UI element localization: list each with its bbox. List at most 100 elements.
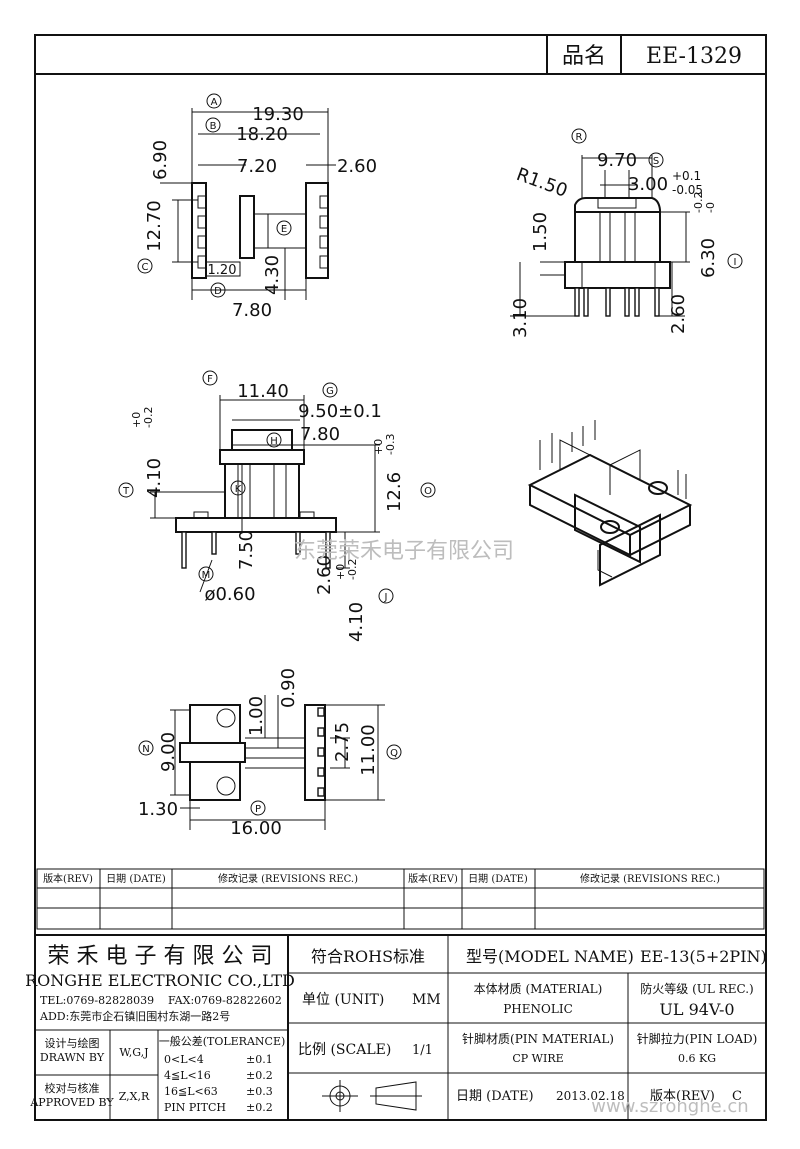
dim-9-00: 9.00 (158, 732, 179, 772)
company-name-cn: 荣 禾 电 子 有 限 公 司 (48, 944, 273, 969)
svg-text:M: M (202, 570, 211, 581)
svg-text:C: C (142, 262, 149, 273)
tolerance-value-3: ±0.3 (246, 1085, 273, 1098)
tolerance-value-2: ±0.2 (246, 1069, 273, 1082)
dim-7-80-front: 7.80 (300, 424, 340, 445)
tol-plus-0: +0 (130, 412, 143, 428)
dim-7-80: 7.80 (232, 300, 272, 321)
rohs-label: 符合ROHS标准 (311, 947, 425, 966)
tol-minus-0-2-a: -0.2 (142, 407, 155, 428)
pin-load-value: 0.6 KG (678, 1052, 716, 1065)
marker-o: O (420, 482, 436, 498)
svg-text:R: R (576, 132, 583, 143)
tol-plus-0-c: +0 (334, 564, 347, 580)
marker-f: F (202, 370, 218, 386)
pin-material-label: 针脚材质(PIN MATERIAL) (462, 1031, 614, 1046)
marker-m: M (198, 566, 214, 582)
tol-minus-0: -0 (704, 202, 717, 213)
front-view: 11.40 9.50±0.1 7.80 4.10 +0 -0.2 12.6 +0… (118, 370, 436, 642)
company-name-en: RONGHE ELECTRONIC CO.,LTD (25, 971, 295, 990)
dim-1-50: 1.50 (530, 212, 551, 252)
marker-j: J (378, 588, 394, 604)
svg-text:A: A (211, 97, 218, 108)
marker-c: C (137, 258, 153, 274)
revision-table: 版本(REV) 日期 (DATE) 修改记录 (REVISIONS REC.) … (36, 868, 765, 930)
dim-3-10: 3.10 (510, 298, 531, 338)
part-number: EE-1329 (646, 44, 742, 69)
approved-by-label: APPROVED BY (29, 1096, 114, 1109)
marker-g: G (322, 382, 338, 398)
marker-k: K (230, 480, 246, 496)
marker-q: Q (386, 744, 402, 760)
isometric-view (527, 420, 693, 587)
check-label: 校对与核准 (45, 1081, 100, 1095)
tol-minus-0-2: -0.2 (692, 192, 705, 213)
svg-text:F: F (207, 374, 213, 385)
rev-label: 版本(REV) (650, 1089, 715, 1104)
model-label: 型号(MODEL NAME) (466, 947, 634, 966)
name-label: 品名 (562, 44, 606, 69)
drawn-by-value: W,G,J (119, 1046, 148, 1059)
tol-minus-0-3: -0.3 (384, 434, 397, 455)
dim-7-20: 7.20 (237, 156, 277, 177)
svg-text:I: I (734, 257, 737, 268)
dim-2-60: 2.60 (337, 156, 377, 177)
projection-symbol (322, 1080, 422, 1112)
marker-b: B (205, 117, 221, 133)
svg-text:T: T (122, 486, 130, 497)
dim-2-75: 2.75 (332, 722, 353, 762)
design-label: 设计与绘图 (45, 1036, 100, 1050)
dim-2-60-front: 2.60 (314, 555, 335, 595)
rev-header-date-2: 日期 (DATE) (468, 873, 528, 885)
marker-d: D (210, 282, 226, 298)
pin-material-value: CP WIRE (512, 1052, 563, 1065)
marker-s: S (648, 152, 664, 168)
unit-label: 单位 (UNIT) (302, 992, 384, 1008)
dim-r1-50: R1.50 (514, 164, 571, 202)
material-label: 本体材质 (MATERIAL) (474, 982, 603, 996)
material-value: PHENOLIC (503, 1002, 573, 1016)
svg-text:P: P (255, 804, 261, 815)
dim-19-30: 19.30 (252, 104, 304, 125)
scale-label: 比例 (SCALE) (298, 1042, 391, 1058)
svg-text:E: E (281, 224, 287, 235)
date-label: 日期 (DATE) (456, 1089, 534, 1104)
rev-header-record: 修改记录 (REVISIONS REC.) (218, 872, 358, 885)
svg-text:N: N (142, 744, 149, 755)
dim-16-00: 16.00 (230, 818, 282, 839)
dim-3-00: 3.00 (628, 174, 668, 195)
marker-h: H (266, 432, 282, 448)
marker-t: T (118, 482, 134, 498)
marker-n: N (138, 740, 154, 756)
marker-i: I (727, 253, 743, 269)
tol-minus-0-2-c: -0.2 (346, 559, 359, 580)
company-fax: FAX:0769-82822602 (168, 994, 282, 1007)
marker-e: E (276, 220, 292, 236)
side-view: 9.70 3.00 +0.1 -0.05 R1.50 1.50 6.30 -0.… (510, 128, 743, 338)
tolerance-value-1: ±0.1 (246, 1053, 273, 1066)
dim-9-50: 9.50±0.1 (298, 401, 382, 422)
svg-text:Q: Q (390, 748, 398, 759)
tolerance-value-4: ±0.2 (246, 1101, 273, 1114)
dim-7-50: 7.50 (236, 530, 257, 570)
tol-minus-0-05: -0.05 (672, 183, 703, 197)
unit-value: MM (412, 992, 441, 1008)
dim-1-30: 1.30 (138, 799, 178, 820)
bottom-view: 0.90 1.00 2.75 9.00 11.00 1.30 16.00 N P… (138, 668, 402, 839)
drawn-by-label: DRAWN BY (40, 1051, 105, 1064)
fire-rating-value: UL 94V-0 (659, 1000, 734, 1019)
svg-text:G: G (326, 386, 334, 397)
tol-plus-0-b: +0 (372, 439, 385, 455)
tolerance-range-4: PIN PITCH (164, 1101, 226, 1114)
title-block: 荣 禾 电 子 有 限 公 司 RONGHE ELECTRONIC CO.,LT… (25, 934, 767, 1120)
sheet-border (34, 34, 767, 1121)
tolerance-range-3: 16≦L<63 (164, 1085, 218, 1098)
dim-pin-dia: ø0.60 (204, 584, 255, 605)
company-tel: TEL:0769-82828039 (40, 994, 154, 1007)
dim-11-40: 11.40 (237, 381, 289, 402)
dim-9-70: 9.70 (597, 150, 637, 171)
dim-6-30: 6.30 (698, 238, 719, 278)
website-watermark: www.szronghe.cn (591, 1096, 748, 1117)
dim-12-6: 12.6 (384, 472, 405, 512)
